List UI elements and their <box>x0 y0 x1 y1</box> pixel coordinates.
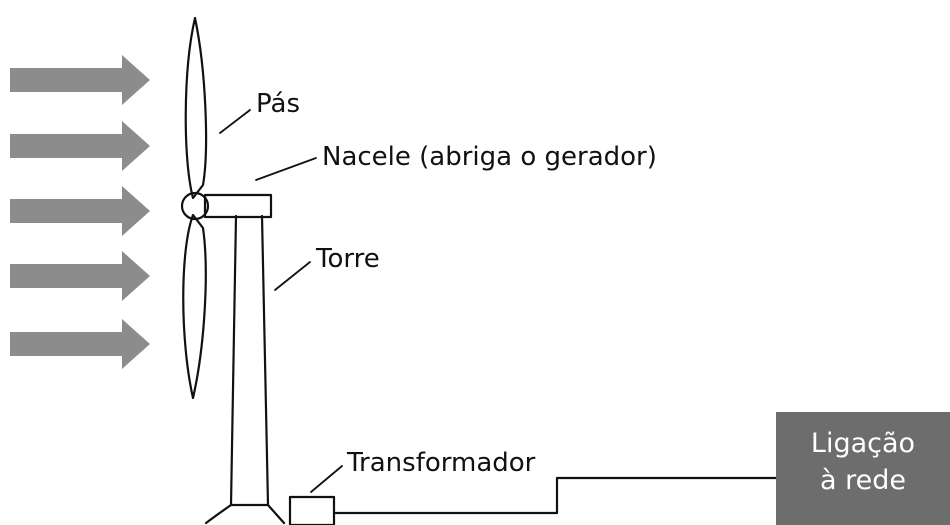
tower-leader <box>274 261 311 291</box>
nacelle-leader <box>255 157 317 181</box>
tower <box>204 214 286 525</box>
grid-connection-box: Ligação à rede <box>776 412 950 525</box>
wind-arrow <box>10 55 150 105</box>
transformer-label: Transformador <box>346 448 536 478</box>
wind-arrow <box>10 319 150 369</box>
transformer <box>288 495 336 525</box>
transformer-leader <box>310 465 343 493</box>
blades-leader <box>219 109 251 134</box>
power-line <box>332 476 778 515</box>
grid-connection-label-line2: à rede <box>820 465 906 496</box>
grid-connection-label-line1: Ligação <box>811 428 915 459</box>
nacelle <box>203 193 273 219</box>
wind-arrow <box>10 121 150 171</box>
tower-label: Torre <box>315 244 380 274</box>
wind-arrow <box>10 186 150 236</box>
rotor-blades <box>182 16 208 400</box>
blades-label: Pás <box>256 89 300 119</box>
wind-arrow <box>10 251 150 301</box>
rotor-hub <box>180 191 210 221</box>
wind-arrows <box>10 55 150 369</box>
nacelle-label: Nacele (abriga o gerador) <box>322 142 657 172</box>
